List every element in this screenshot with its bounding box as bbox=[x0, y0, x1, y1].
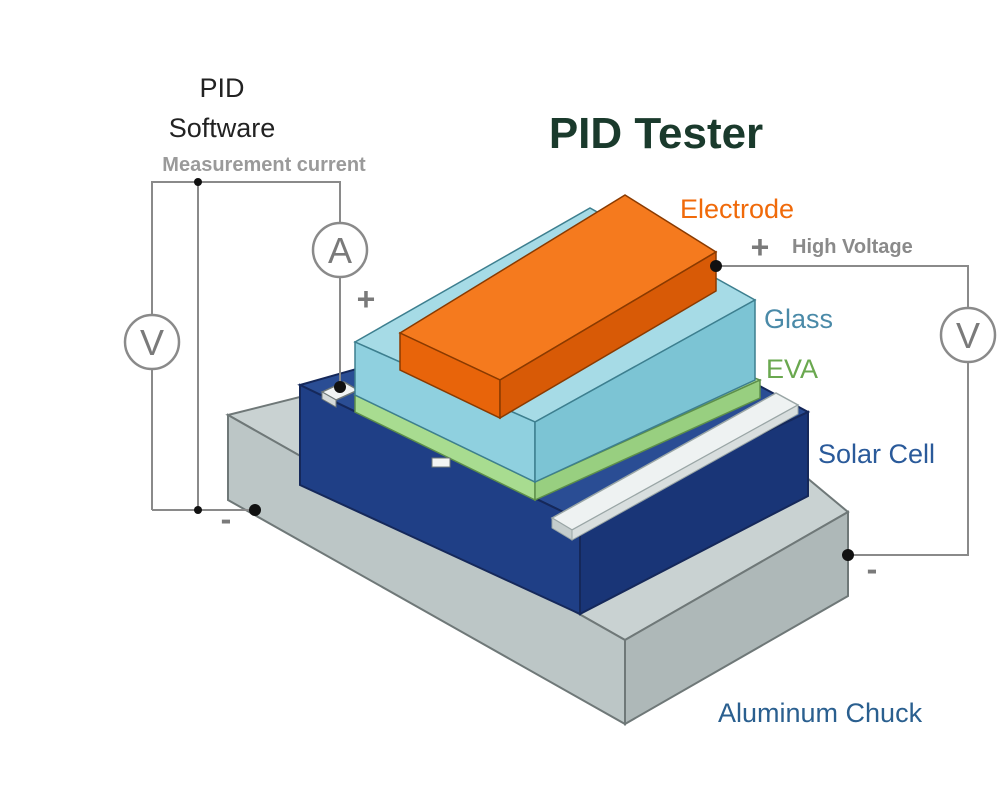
electrode-terminal bbox=[710, 260, 722, 272]
eva-contact-tab bbox=[431, 457, 451, 468]
ammeter-symbol: A bbox=[328, 230, 352, 271]
right-circuit-wires bbox=[716, 265, 969, 556]
voltmeter-left: V bbox=[123, 313, 181, 371]
eva-label: EVA bbox=[766, 354, 818, 384]
software-label-line1: PID bbox=[199, 73, 244, 103]
plus-sign-left: + bbox=[357, 281, 376, 317]
ammeter: A bbox=[311, 221, 369, 279]
voltmeter-right: V bbox=[939, 306, 997, 364]
electrode-label: Electrode bbox=[680, 194, 794, 224]
chuck-terminal-right bbox=[842, 549, 854, 561]
cell-terminal bbox=[334, 381, 346, 393]
software-label-line2: Software bbox=[169, 113, 276, 143]
solar-cell-label: Solar Cell bbox=[818, 439, 935, 469]
chuck-terminal-left bbox=[249, 504, 261, 516]
minus-sign-right: - bbox=[867, 551, 878, 587]
aluminum-chuck-label: Aluminum Chuck bbox=[718, 698, 923, 728]
wire-junction bbox=[194, 178, 202, 186]
voltmeter-right-symbol: V bbox=[956, 315, 980, 356]
busbar-strip bbox=[550, 392, 800, 541]
minus-sign-left: - bbox=[221, 501, 232, 537]
diagram-title: PID Tester bbox=[549, 109, 763, 158]
high-voltage-label: High Voltage bbox=[792, 236, 913, 258]
wire-junction bbox=[194, 506, 202, 514]
measurement-current-label: Measurement current bbox=[162, 154, 366, 176]
glass-label: Glass bbox=[764, 304, 833, 334]
plus-sign-high-voltage: + bbox=[751, 229, 770, 265]
voltmeter-left-symbol: V bbox=[140, 322, 164, 363]
electrode-block bbox=[398, 194, 718, 420]
